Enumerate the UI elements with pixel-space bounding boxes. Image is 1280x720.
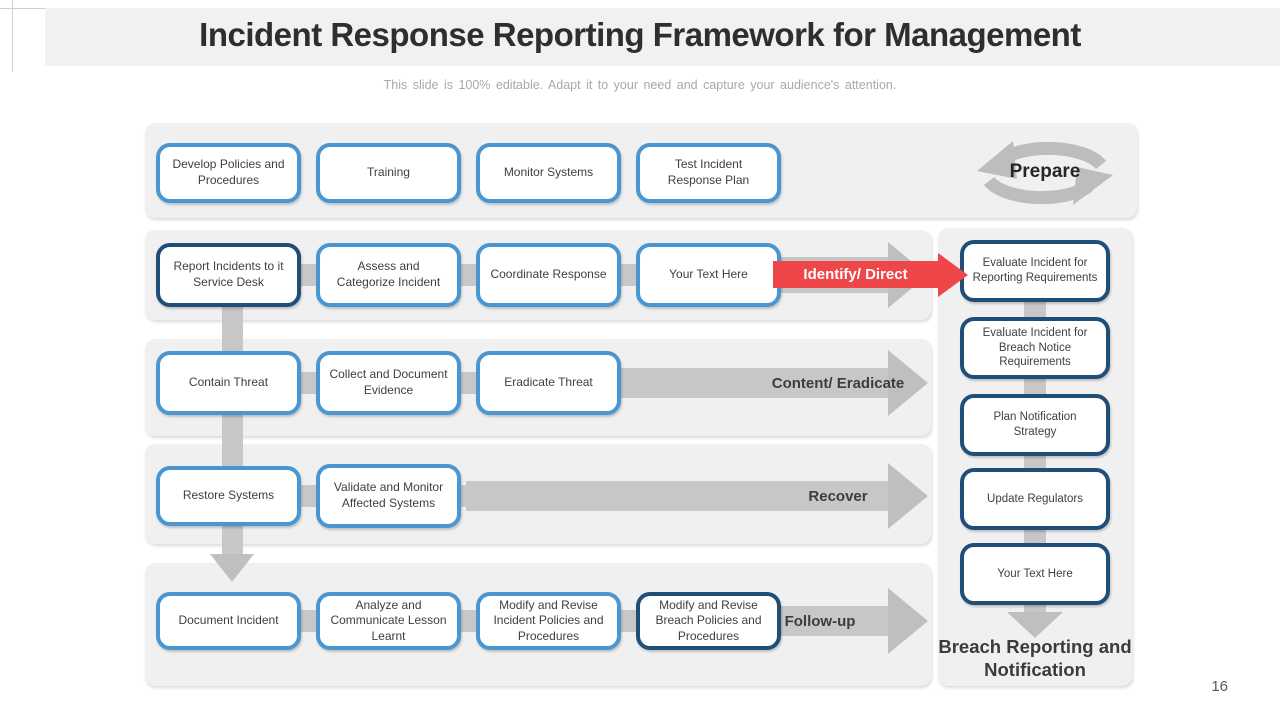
connector-band — [1024, 298, 1046, 320]
flow-arrow-head — [888, 463, 928, 529]
process-box-label: Update Regulators — [987, 492, 1083, 505]
stage-label-identify: Identify/ Direct — [803, 266, 908, 283]
identify-direct-arrow: Identify/ Direct — [773, 261, 938, 288]
connector-band — [1024, 526, 1046, 546]
stage-label-prepare: Prepare — [1009, 161, 1081, 182]
connector-band — [1024, 452, 1046, 471]
process-box: Modify and Revise Breach Policies and Pr… — [636, 592, 781, 650]
process-box-label: Collect and Document Evidence — [329, 367, 448, 397]
process-box-label: Contain Threat — [188, 375, 269, 390]
identify-direct-arrow-head — [938, 253, 968, 297]
page-number: 16 — [1211, 678, 1228, 695]
process-box: Document Incident — [156, 592, 301, 650]
flow-arrow-head — [888, 350, 928, 416]
connector-band — [1024, 375, 1046, 397]
slide-subtitle: This slide is 100% editable. Adapt it to… — [383, 78, 897, 92]
process-box-label: Monitor Systems — [503, 165, 594, 180]
process-box-label: Modify and Revise Breach Policies and Pr… — [655, 597, 762, 643]
slide-title: Incident Response Reporting Framework fo… — [199, 16, 1081, 53]
process-box: Plan Notification Strategy — [960, 394, 1110, 456]
process-box: Contain Threat — [156, 351, 301, 415]
flow-arrow-head — [888, 588, 928, 654]
process-box-label: Plan Notification Strategy — [993, 411, 1077, 438]
process-box: Modify and Revise Incident Policies and … — [476, 592, 621, 650]
process-box-label: Coordinate Response — [490, 267, 607, 282]
flow-arrow-body — [616, 368, 888, 398]
process-box: Assess and Categorize Incident — [316, 243, 461, 307]
crop-mark-vertical — [12, 0, 13, 72]
process-box-label: Modify and Revise Incident Policies and … — [493, 597, 604, 643]
process-box-label: Your Text Here — [997, 567, 1073, 580]
process-box-label: Your Text Here — [669, 267, 748, 282]
process-box: Report Incidents to it Service Desk — [156, 243, 301, 307]
process-box-label: Analyze and Communicate Lesson Learnt — [330, 597, 447, 643]
process-box: Evaluate Incident for Breach Notice Requ… — [960, 317, 1110, 379]
vertical-connector-arrow-head — [210, 554, 254, 582]
process-box: Training — [316, 143, 461, 203]
flow-arrow-body — [466, 481, 888, 511]
process-box-label: Test Incident Response Plan — [667, 157, 750, 187]
process-box: Update Regulators — [960, 468, 1110, 530]
process-box: Monitor Systems — [476, 143, 621, 203]
process-box: Your Text Here — [960, 543, 1110, 605]
process-box: Collect and Document Evidence — [316, 351, 461, 415]
cycle-arrows-icon — [977, 141, 1113, 205]
process-box-label: Eradicate Threat — [504, 375, 593, 390]
process-box: Develop Policies and Procedures — [156, 143, 301, 203]
stage-label-recover: Recover — [808, 488, 868, 505]
process-box: Evaluate Incident for Reporting Requirem… — [960, 240, 1110, 302]
process-box: Restore Systems — [156, 466, 301, 526]
process-box-label: Training — [367, 165, 410, 180]
title-band — [45, 8, 1280, 66]
process-box-label: Document Incident — [178, 613, 279, 628]
process-box: Test Incident Response Plan — [636, 143, 781, 203]
process-box-label: Evaluate Incident for Breach Notice Requ… — [982, 326, 1088, 369]
process-box-label: Evaluate Incident for Reporting Requirem… — [972, 257, 1098, 284]
process-box: Eradicate Threat — [476, 351, 621, 415]
process-box-label: Report Incidents to it Service Desk — [173, 259, 284, 289]
process-box-label: Assess and Categorize Incident — [336, 259, 441, 289]
process-box: Coordinate Response — [476, 243, 621, 307]
process-box-label: Develop Policies and Procedures — [172, 157, 285, 187]
breach-column-arrow-head — [1007, 612, 1063, 638]
process-box: Validate and Monitor Affected Systems — [316, 464, 461, 528]
breach-column-footer-label: Breach Reporting and Notification — [938, 636, 1132, 680]
process-box: Your Text Here — [636, 243, 781, 307]
process-box: Analyze and Communicate Lesson Learnt — [316, 592, 461, 650]
stage-label-followup: Follow-up — [784, 613, 856, 630]
stage-label-contain: Content/ Eradicate — [771, 375, 905, 392]
process-box-label: Validate and Monitor Affected Systems — [333, 480, 444, 510]
process-box-label: Restore Systems — [182, 488, 275, 503]
